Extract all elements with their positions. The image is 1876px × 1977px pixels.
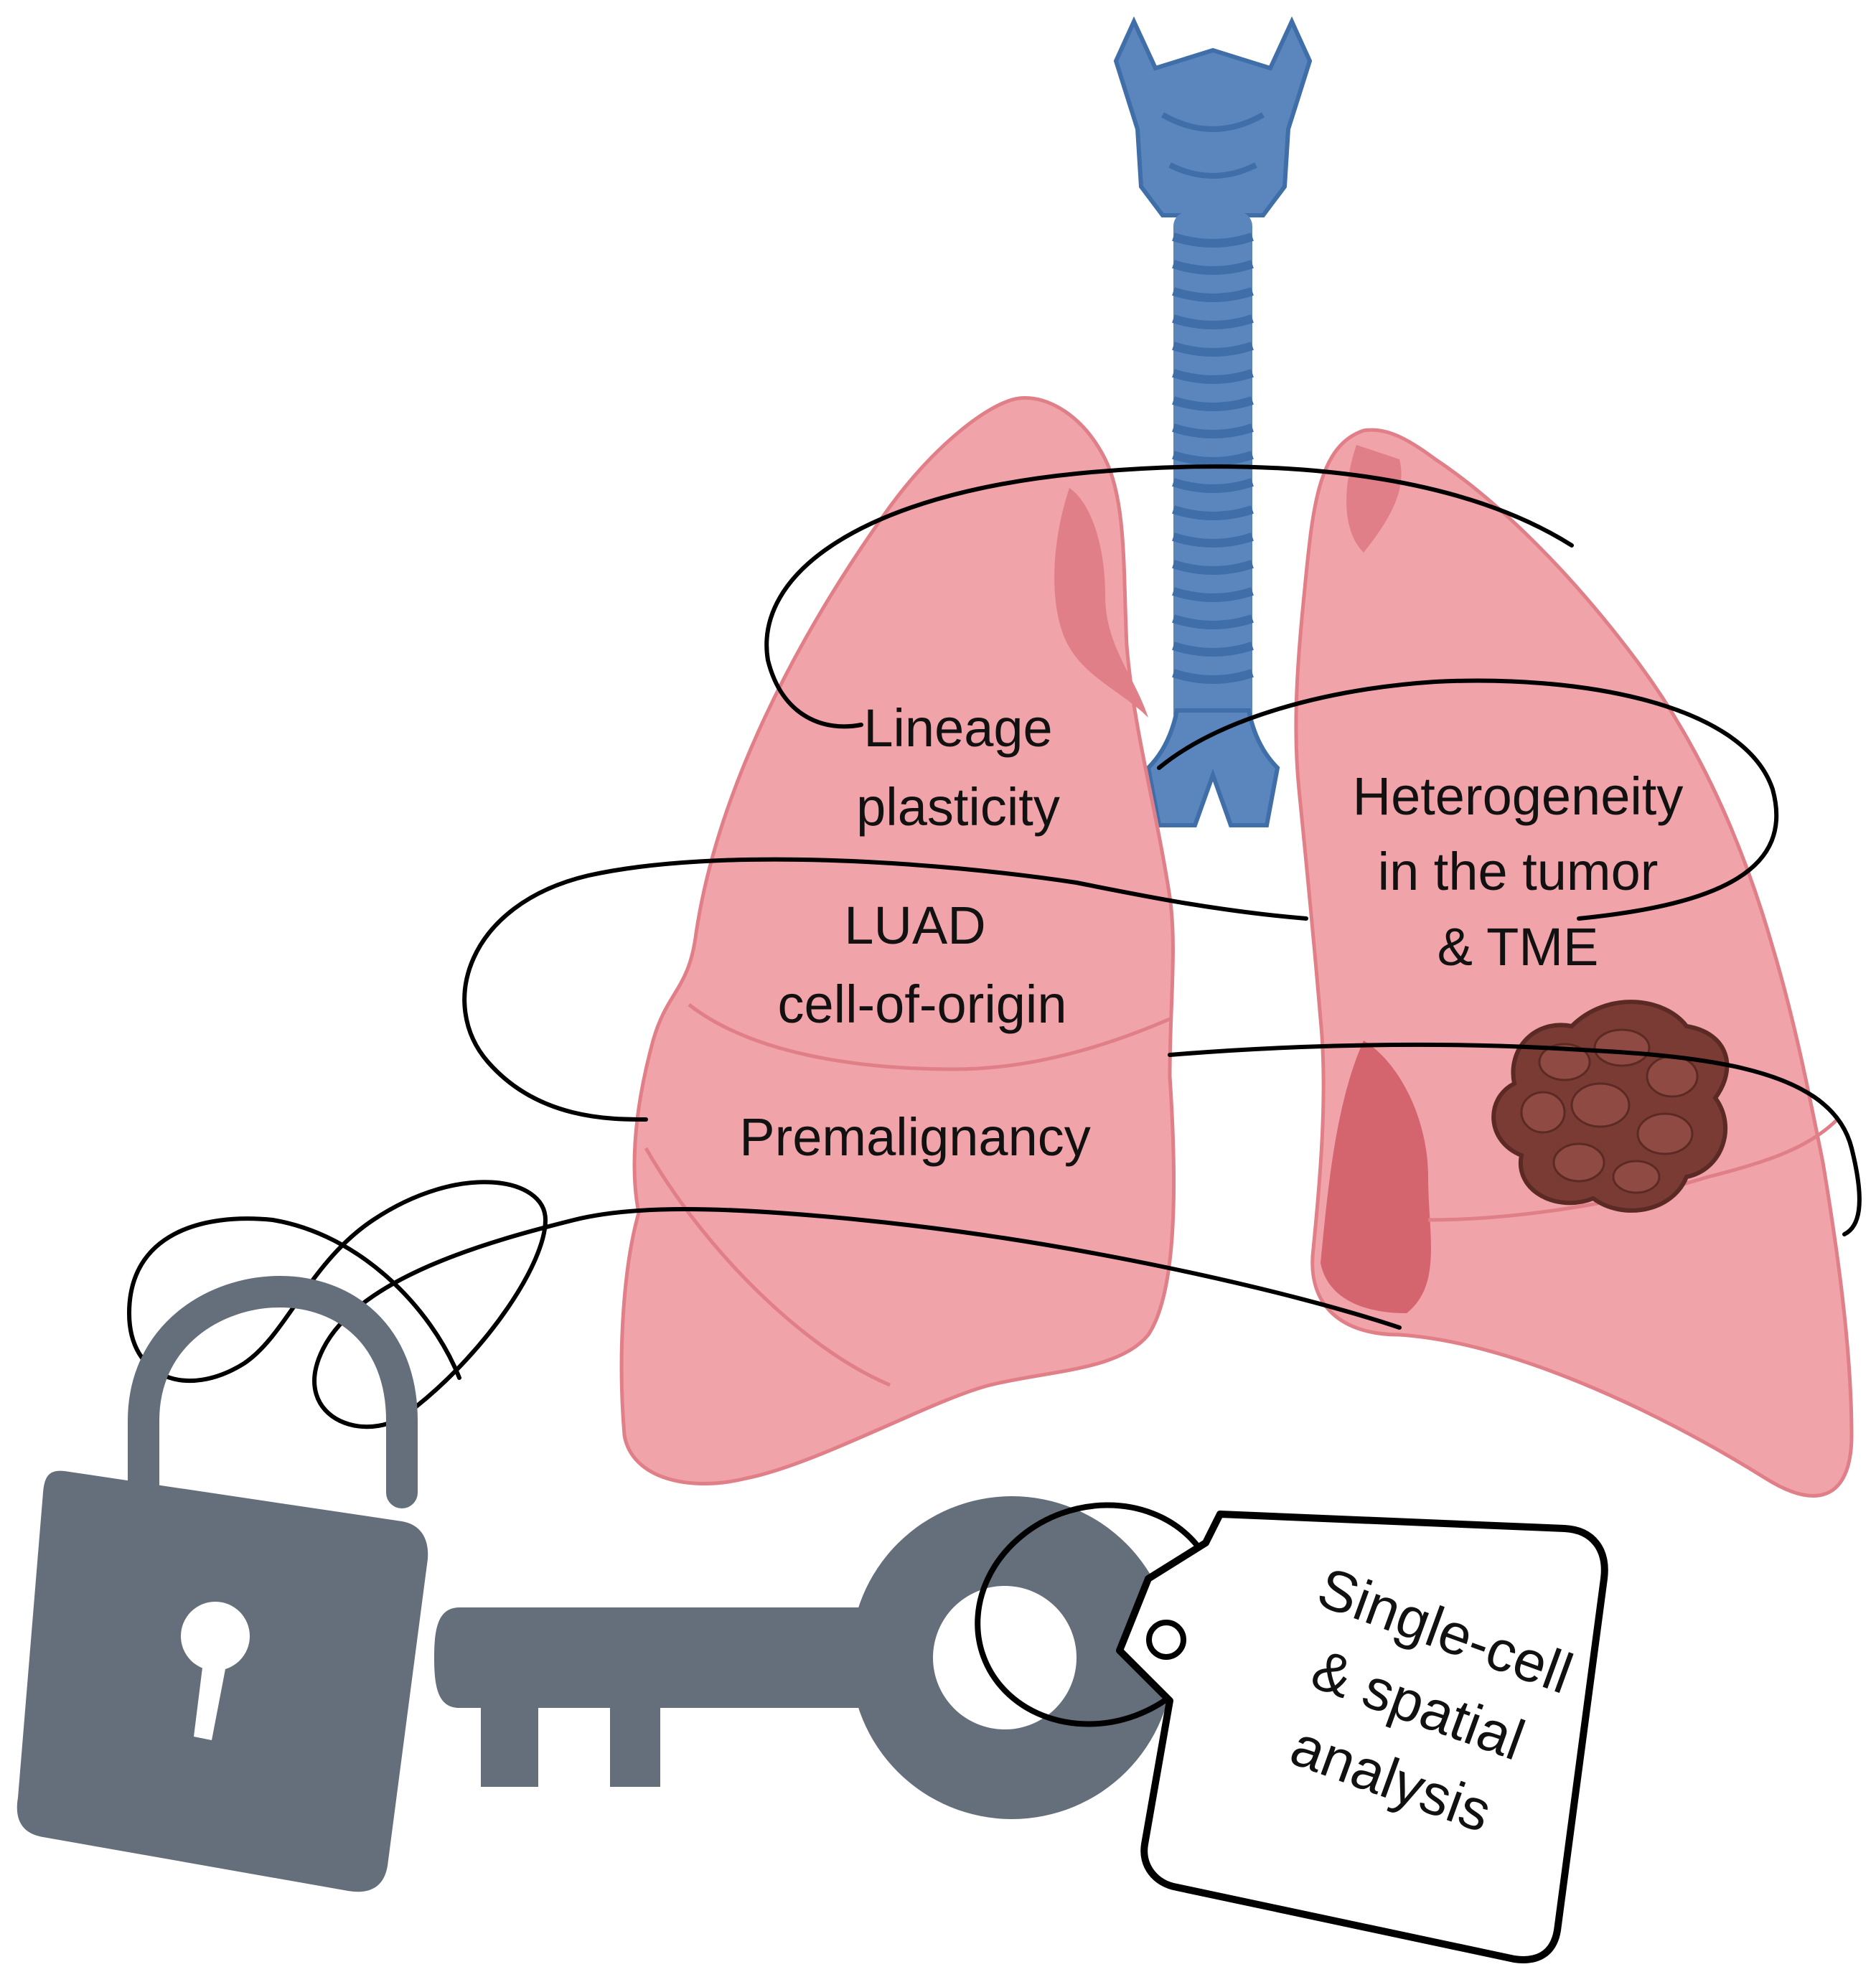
trachea-ring xyxy=(1172,587,1254,602)
label-luad-line1: LUAD xyxy=(844,896,985,955)
trachea-ring xyxy=(1172,369,1254,384)
label-lineage-line2: plasticity xyxy=(856,777,1060,837)
trachea-ring xyxy=(1172,642,1254,657)
label-lineage-plasticity: Lineage plasticity xyxy=(856,698,1060,837)
trachea-ring xyxy=(1172,669,1254,684)
label-luad-line2: cell-of-origin xyxy=(777,975,1066,1034)
trachea-ring xyxy=(1172,342,1254,357)
trachea-ring xyxy=(1172,260,1254,275)
trachea-ring xyxy=(1172,287,1254,302)
tag-icon xyxy=(1116,1511,1608,1963)
trachea-ring xyxy=(1172,532,1254,548)
label-heterogeneity-line1: Heterogeneity xyxy=(1353,766,1684,826)
label-luad-cell-of-origin: LUAD cell-of-origin xyxy=(777,896,1066,1034)
trachea-ring xyxy=(1172,233,1254,248)
trachea-ring xyxy=(1172,505,1254,520)
trachea-ring xyxy=(1172,560,1254,575)
label-premalignancy-text: Premalignancy xyxy=(739,1107,1090,1167)
trachea-ring xyxy=(1172,314,1254,329)
tumor-icon xyxy=(1491,1000,1730,1213)
label-heterogeneity-line3: & TME xyxy=(1438,917,1599,977)
trachea-ring xyxy=(1172,423,1254,438)
string-icon xyxy=(126,464,1862,1429)
label-lineage-line1: Lineage xyxy=(863,698,1052,758)
trachea-ring xyxy=(1172,451,1254,466)
label-premalignancy: Premalignancy xyxy=(739,1107,1090,1167)
trachea-ring xyxy=(1172,396,1254,411)
trachea-icon xyxy=(1113,16,1313,827)
lung-icon xyxy=(1294,428,1854,1498)
padlock-icon xyxy=(17,1275,428,1892)
trachea-ring xyxy=(1172,614,1254,629)
key-icon xyxy=(434,1496,1173,1819)
label-heterogeneity: Heterogeneity in the tumor & TME xyxy=(1353,766,1684,977)
trachea-ring xyxy=(1172,478,1254,493)
label-heterogeneity-line2: in the tumor xyxy=(1378,842,1659,901)
